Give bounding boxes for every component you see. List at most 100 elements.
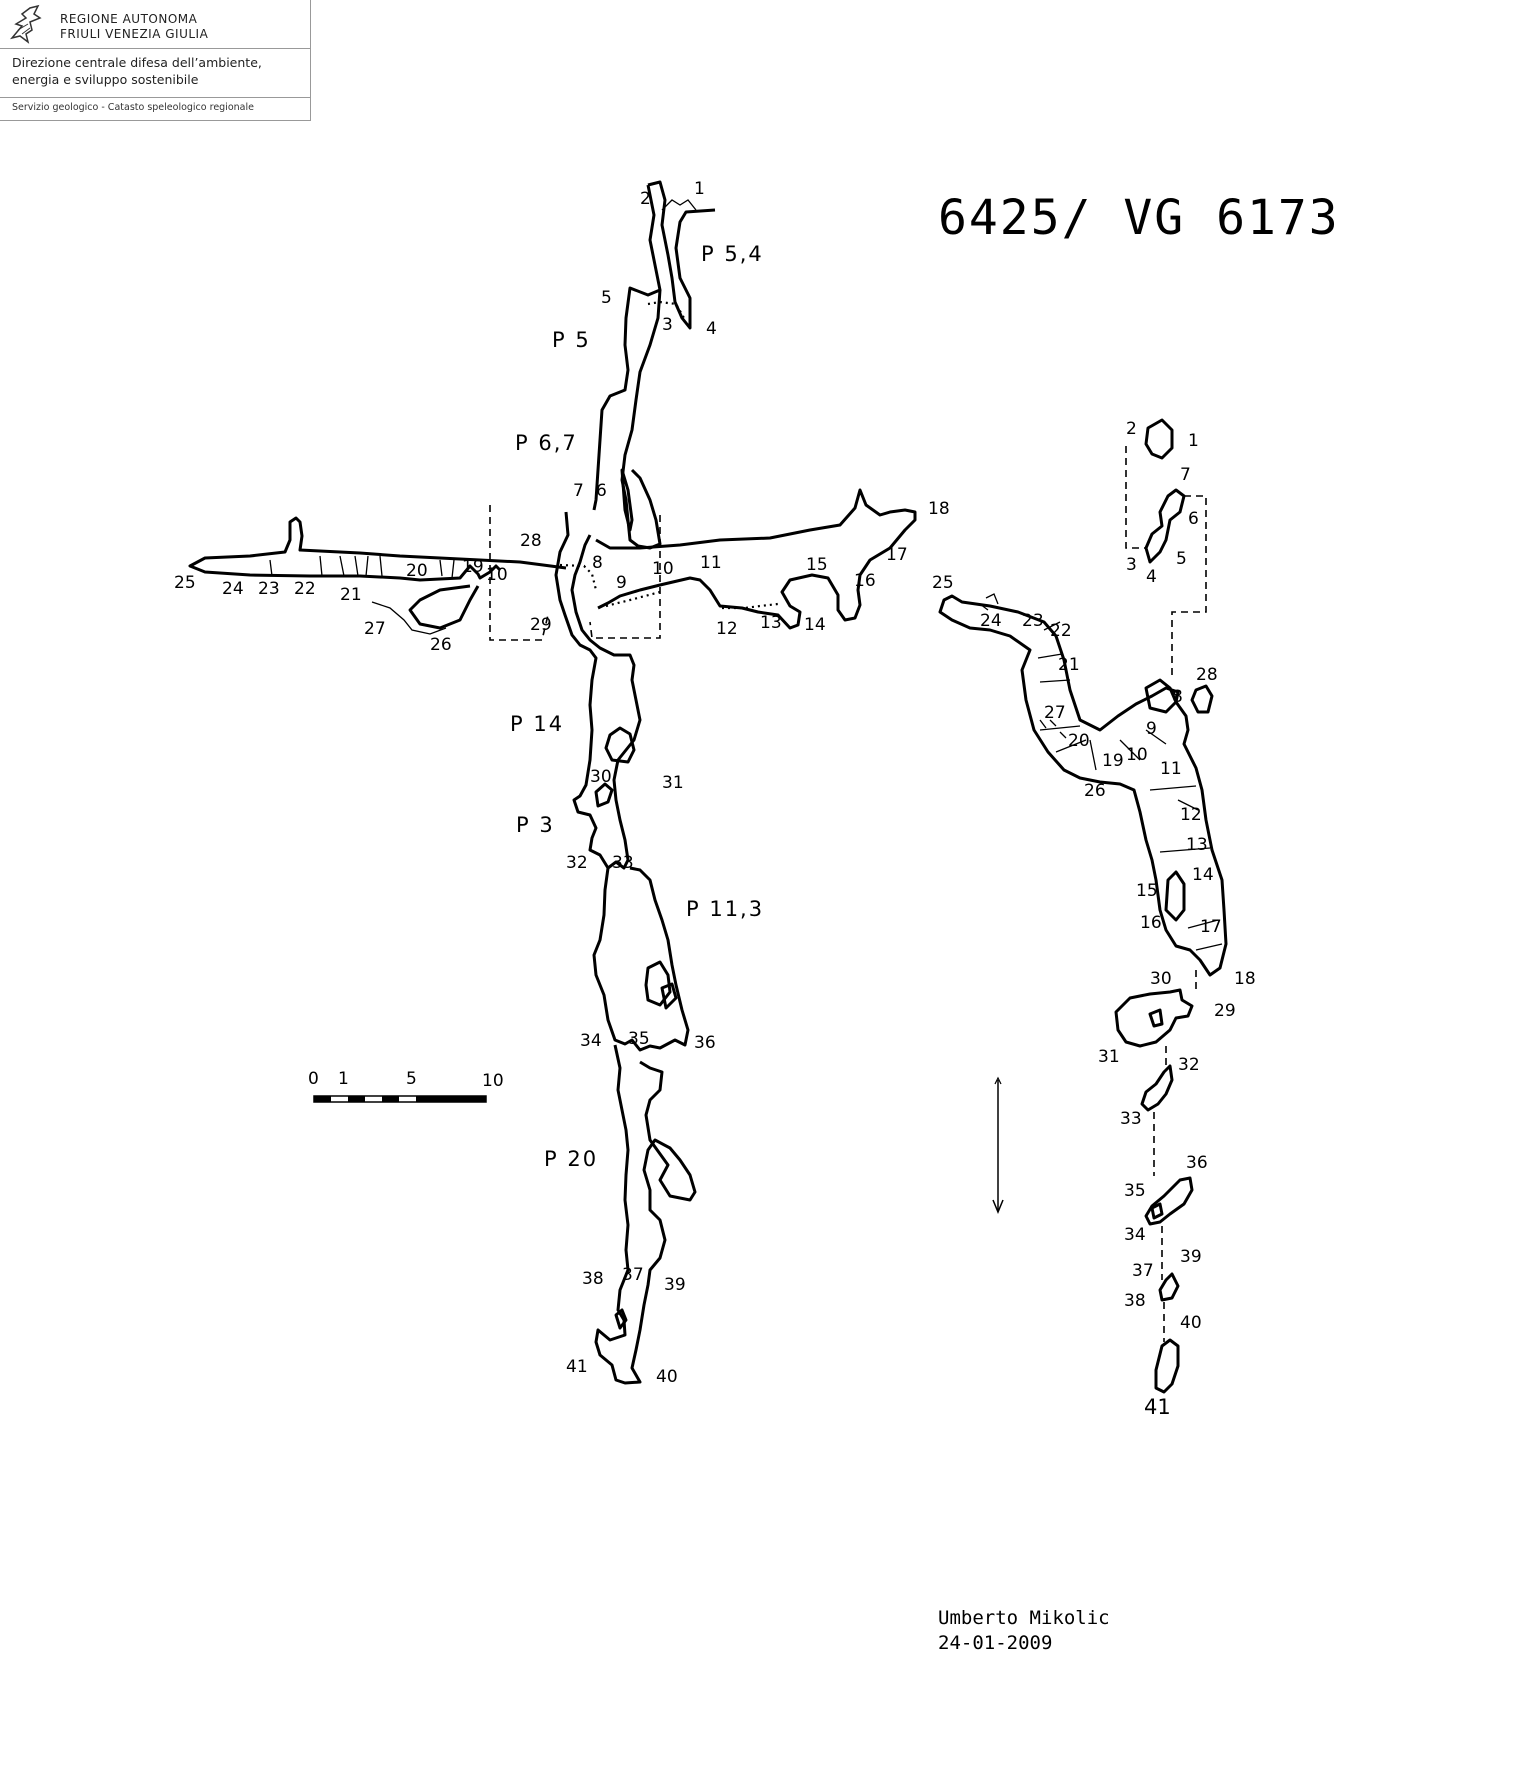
survey-credit: Umberto Mikolic 24-01-2009 <box>938 1606 1110 1656</box>
station-number: 30 <box>590 767 612 787</box>
station-number: 33 <box>1120 1109 1142 1129</box>
station-number: 32 <box>1178 1055 1200 1075</box>
plan-side-chamber-28b <box>1190 684 1214 714</box>
station-number: 10 <box>486 565 508 585</box>
station-number: 24 <box>980 611 1002 631</box>
scale-bar-segment <box>314 1096 331 1102</box>
section-entrance-sketch <box>661 199 697 211</box>
station-number: 27 <box>1044 703 1066 723</box>
pitch-label: P 6,7 <box>515 431 578 455</box>
scale-label: 0 <box>308 1069 319 1089</box>
station-number: 33 <box>612 853 634 873</box>
pitch-label: P 5,4 <box>701 242 764 266</box>
station-number: 11 <box>700 553 722 573</box>
section-p11-chamber <box>592 866 690 1052</box>
plan-main-gallery <box>938 594 1228 977</box>
north-arrow <box>992 1076 1004 1214</box>
station-number: 15 <box>806 555 828 575</box>
station-number: 22 <box>294 579 316 599</box>
station-number: 24 <box>222 579 244 599</box>
station-number: 2 <box>1126 419 1137 439</box>
station-number: 13 <box>760 613 782 633</box>
section-central-shaft <box>554 511 642 870</box>
station-number: 16 <box>1140 913 1162 933</box>
plan-chamber-30 <box>1114 988 1194 1048</box>
plan-segment-37-38 <box>1158 1272 1180 1302</box>
pitch-label: P 3 <box>516 813 555 837</box>
station-number: 38 <box>582 1269 604 1289</box>
station-number: 21 <box>340 585 362 605</box>
station-number: 5 <box>1176 549 1187 569</box>
station-number: 41 <box>566 1357 588 1377</box>
department-line-1: Direzione centrale difesa dell’ambiente, <box>12 55 262 70</box>
station-number: 6 <box>1188 509 1199 529</box>
scale-bar-segment <box>382 1096 399 1102</box>
section-dotted-traverse-2 <box>605 590 661 608</box>
section-right-gallery <box>595 488 917 630</box>
scale-label: 5 <box>406 1069 417 1089</box>
scale-bar-segment <box>348 1096 365 1102</box>
section-left-branch-floor <box>371 601 447 635</box>
section-island-5 <box>614 1308 628 1330</box>
station-number: 40 <box>656 1367 678 1387</box>
station-number: 15 <box>1136 881 1158 901</box>
station-number: 29 <box>1214 1001 1236 1021</box>
station-number: 31 <box>1098 1047 1120 1067</box>
author-name: Umberto Mikolic <box>938 1607 1110 1629</box>
pitch-label: P 14 <box>510 712 564 736</box>
section-island-2 <box>594 782 614 808</box>
station-number: 3 <box>662 315 673 335</box>
station-number: 22 <box>1050 621 1072 641</box>
department-row: Direzione centrale difesa dell’ambiente,… <box>0 49 310 98</box>
station-number: 28 <box>520 531 542 551</box>
station-number: 27 <box>364 619 386 639</box>
station-number: 31 <box>662 773 684 793</box>
plan-side-chamber-28 <box>1144 678 1178 714</box>
station-number: 18 <box>928 499 950 519</box>
station-number: 17 <box>886 545 908 565</box>
station-number: 8 <box>592 553 603 573</box>
station-number: 12 <box>716 619 738 639</box>
section-left-lower-branch <box>408 584 480 630</box>
plan-entrance-sketch <box>979 593 999 611</box>
pitch-label: P 11,3 <box>686 897 764 921</box>
station-number: 36 <box>694 1033 716 1053</box>
agency-header: REGIONE AUTONOMA FRIULI VENEZIA GIULIA D… <box>0 0 311 121</box>
station-number: 4 <box>706 319 717 339</box>
station-number: 39 <box>1180 1247 1202 1267</box>
section-top-shaft <box>592 180 716 511</box>
section-p20-shaft <box>594 1044 697 1385</box>
station-number: 11 <box>1160 759 1182 779</box>
station-number: 9 <box>616 573 627 593</box>
plan-hatching <box>1037 621 1223 951</box>
station-number: 35 <box>1124 1181 1146 1201</box>
station-number: 30 <box>1150 969 1172 989</box>
plan-traverse-30-33 <box>1165 970 1197 1068</box>
scale-label: 10 <box>482 1071 504 1091</box>
section-projection-box-left <box>489 505 549 641</box>
pitch-label: P 20 <box>544 1147 598 1171</box>
station-number: 10 <box>1126 745 1148 765</box>
section-dotted-traverse-4 <box>647 300 685 319</box>
station-number: 34 <box>1124 1225 1146 1245</box>
station-number: 7 <box>573 481 584 501</box>
plan-wall-sketch <box>1039 719 1067 739</box>
section-left-gallery-hatching <box>269 555 455 579</box>
department-line-2: energia e sviluppo sostenibile <box>12 72 199 87</box>
section-dotted-traverse-1 <box>559 563 598 591</box>
station-number: 4 <box>1146 567 1157 587</box>
station-number: 1 <box>694 179 705 199</box>
plan-chamber-30-inner <box>1148 1008 1164 1028</box>
station-number: 7 <box>1180 465 1191 485</box>
survey-date: 24-01-2009 <box>938 1632 1053 1654</box>
station-number: 13 <box>1186 835 1208 855</box>
agency-name-row: REGIONE AUTONOMA FRIULI VENEZIA GIULIA <box>0 0 310 49</box>
station-number: 9 <box>1146 719 1157 739</box>
station-number: 19 <box>1102 751 1124 771</box>
station-number: 23 <box>1022 611 1044 631</box>
station-number: 32 <box>566 853 588 873</box>
station-number: 26 <box>1084 781 1106 801</box>
section-dotted-traverse-3 <box>722 602 779 610</box>
station-number: 14 <box>1192 865 1214 885</box>
plan-inner-island <box>1164 870 1186 922</box>
